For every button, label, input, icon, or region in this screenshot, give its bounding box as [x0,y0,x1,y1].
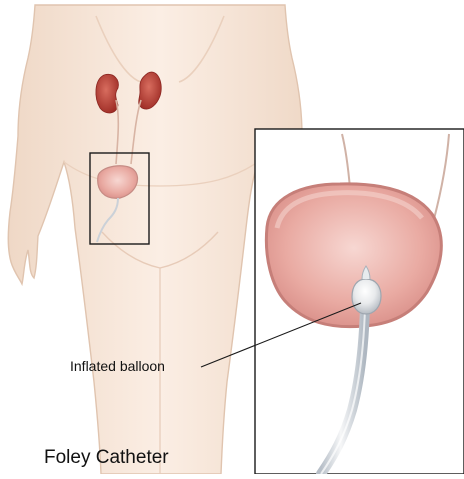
inflated-balloon [352,279,381,314]
balloon-label: Inflated balloon [70,358,165,374]
left-kidney [96,74,118,113]
zoom-panel [255,129,464,474]
diagram-title: Foley Catheter [44,447,169,469]
